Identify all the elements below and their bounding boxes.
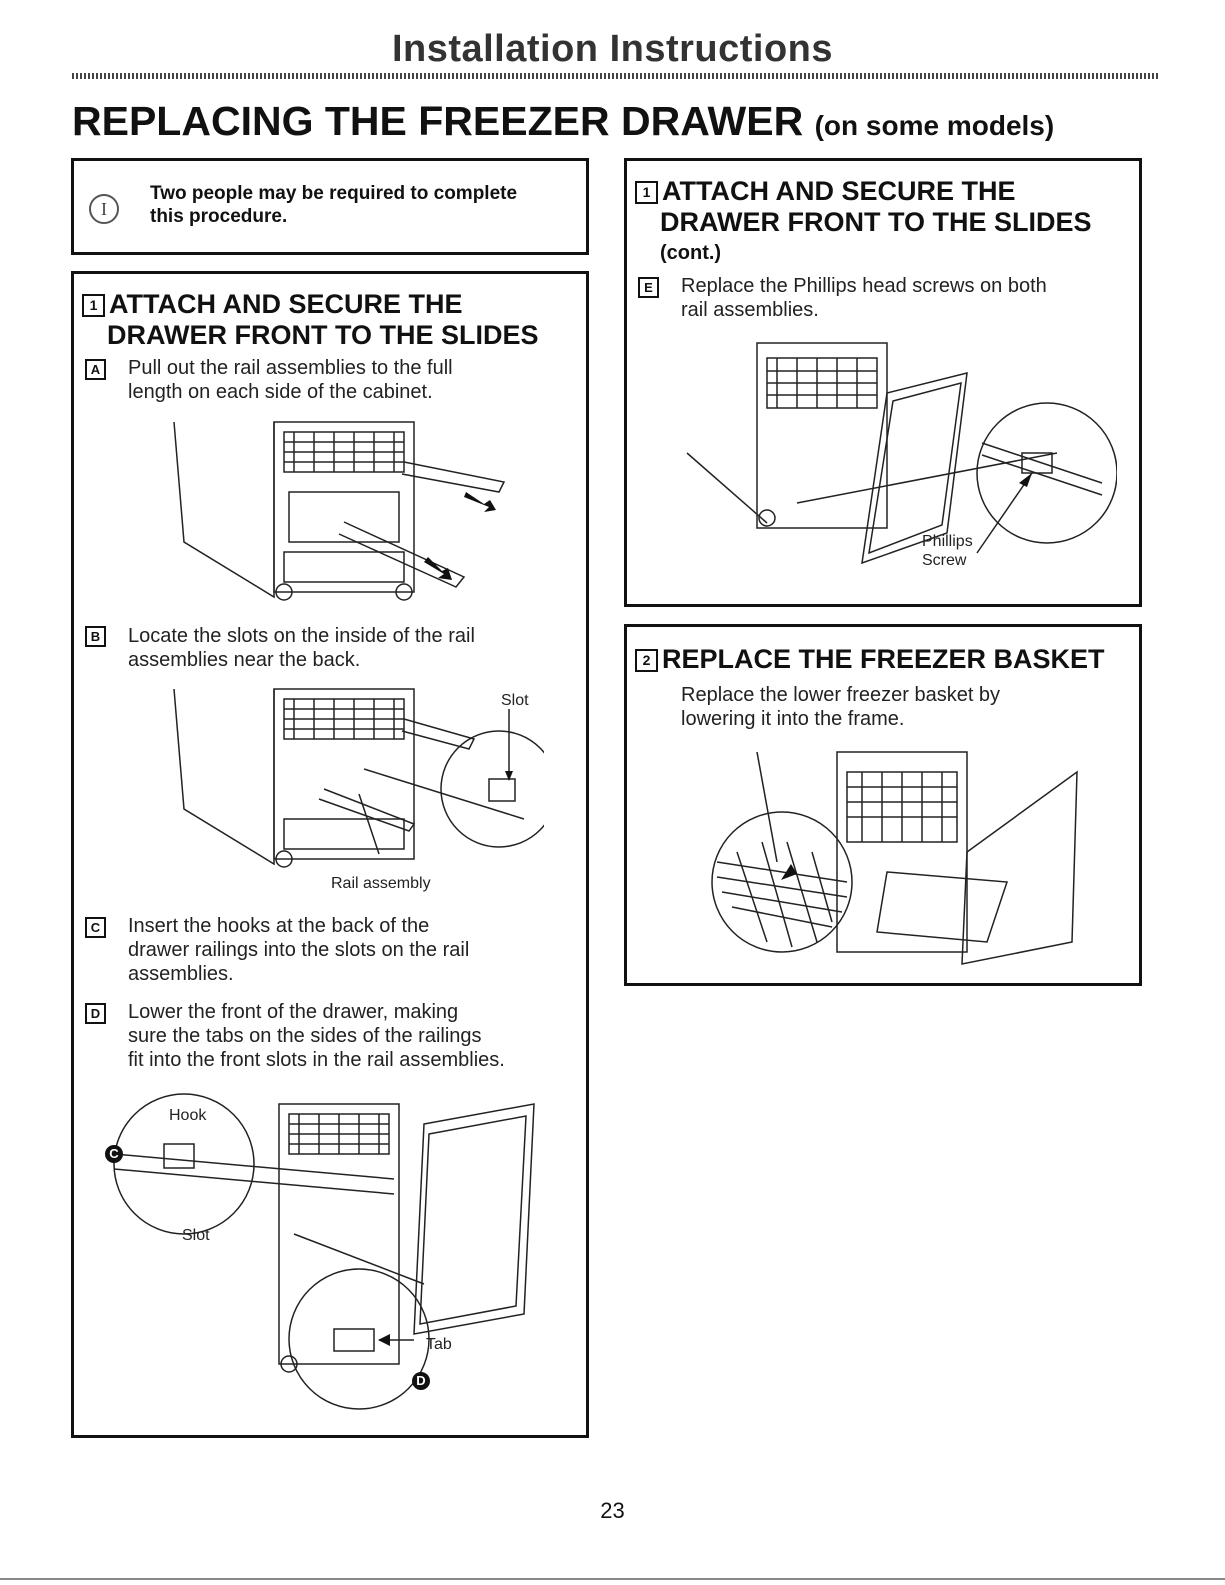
step2-heading-text: REPLACE THE FREEZER BASKET bbox=[662, 644, 1105, 674]
notice-line-2: this procedure. bbox=[150, 206, 288, 227]
label-phillips: Phillips bbox=[922, 533, 973, 550]
step-b-line2: assemblies near the back. bbox=[128, 649, 361, 671]
bottom-rule bbox=[0, 1578, 1225, 1580]
step1-cont-heading-line3: (cont.) bbox=[660, 242, 722, 264]
illustration-lower-drawer bbox=[94, 1084, 554, 1414]
label-slot-b: Slot bbox=[501, 692, 529, 709]
label-screw: Screw bbox=[922, 552, 967, 569]
illustration-locate-slots bbox=[144, 679, 544, 879]
step2-line2: lowering it into the frame. bbox=[681, 708, 905, 730]
illustration-phillips-screw bbox=[677, 333, 1117, 593]
step1-number: 1 bbox=[82, 294, 105, 317]
step1-cont-heading-line2: DRAWER FRONT TO THE SLIDES bbox=[660, 207, 1092, 237]
letter-a-badge: A bbox=[85, 359, 106, 380]
header-title: Installation Instructions bbox=[391, 28, 834, 70]
step-b-line1: Locate the slots on the inside of the ra… bbox=[128, 625, 475, 647]
illustration-pull-rails bbox=[144, 412, 524, 612]
step-e-line1: Replace the Phillips head screws on both bbox=[681, 275, 1047, 297]
page-title-text: REPLACING THE FREEZER DRAWER bbox=[72, 98, 804, 144]
step-e-line2: rail assemblies. bbox=[681, 299, 819, 321]
letter-e-badge: E bbox=[638, 277, 659, 298]
notice-line-1: Two people may be required to complete bbox=[150, 183, 518, 204]
step-a-line1: Pull out the rail assemblies to the full bbox=[128, 357, 453, 379]
page-subtitle: (on some models) bbox=[814, 110, 1055, 141]
marker-c-icon: C bbox=[105, 1145, 123, 1163]
letter-d-badge: D bbox=[85, 1003, 106, 1024]
letter-b-badge: B bbox=[85, 626, 106, 647]
step-d-line3: fit into the front slots in the rail ass… bbox=[128, 1049, 505, 1071]
info-icon: I bbox=[89, 194, 119, 224]
page-number: 23 bbox=[600, 1498, 625, 1523]
step2-line1: Replace the lower freezer basket by bbox=[681, 684, 1001, 706]
illustration-freezer-basket bbox=[707, 742, 1107, 972]
step-a-line2: length on each side of the cabinet. bbox=[128, 381, 433, 403]
label-hook: Hook bbox=[169, 1107, 207, 1124]
step-c-line1: Insert the hooks at the back of the bbox=[128, 915, 430, 937]
step1-heading-line1: ATTACH AND SECURE THE bbox=[109, 289, 463, 319]
step1-cont-number: 1 bbox=[635, 181, 658, 204]
step1-heading-line2: DRAWER FRONT TO THE SLIDES bbox=[107, 320, 539, 350]
label-rail-assembly: Rail assembly bbox=[331, 875, 431, 892]
step-d-line1: Lower the front of the drawer, making bbox=[128, 1001, 459, 1023]
step2-number: 2 bbox=[635, 649, 658, 672]
marker-d-icon: D bbox=[412, 1372, 430, 1390]
step1-cont-heading-line1: ATTACH AND SECURE THE bbox=[662, 176, 1016, 206]
notice-box: I Two people may be required to complete… bbox=[71, 158, 589, 255]
label-slot-d: Slot bbox=[182, 1227, 210, 1244]
letter-c-badge: C bbox=[85, 917, 106, 938]
page-title: REPLACING THE FREEZER DRAWER (on some mo… bbox=[72, 98, 1054, 145]
header-rule bbox=[72, 73, 1158, 79]
step-c-line2: drawer railings into the slots on the ra… bbox=[128, 939, 470, 961]
step-d-line2: sure the tabs on the sides of the railin… bbox=[128, 1025, 482, 1047]
label-tab: Tab bbox=[426, 1336, 452, 1353]
step-c-line3: assemblies. bbox=[128, 963, 234, 985]
